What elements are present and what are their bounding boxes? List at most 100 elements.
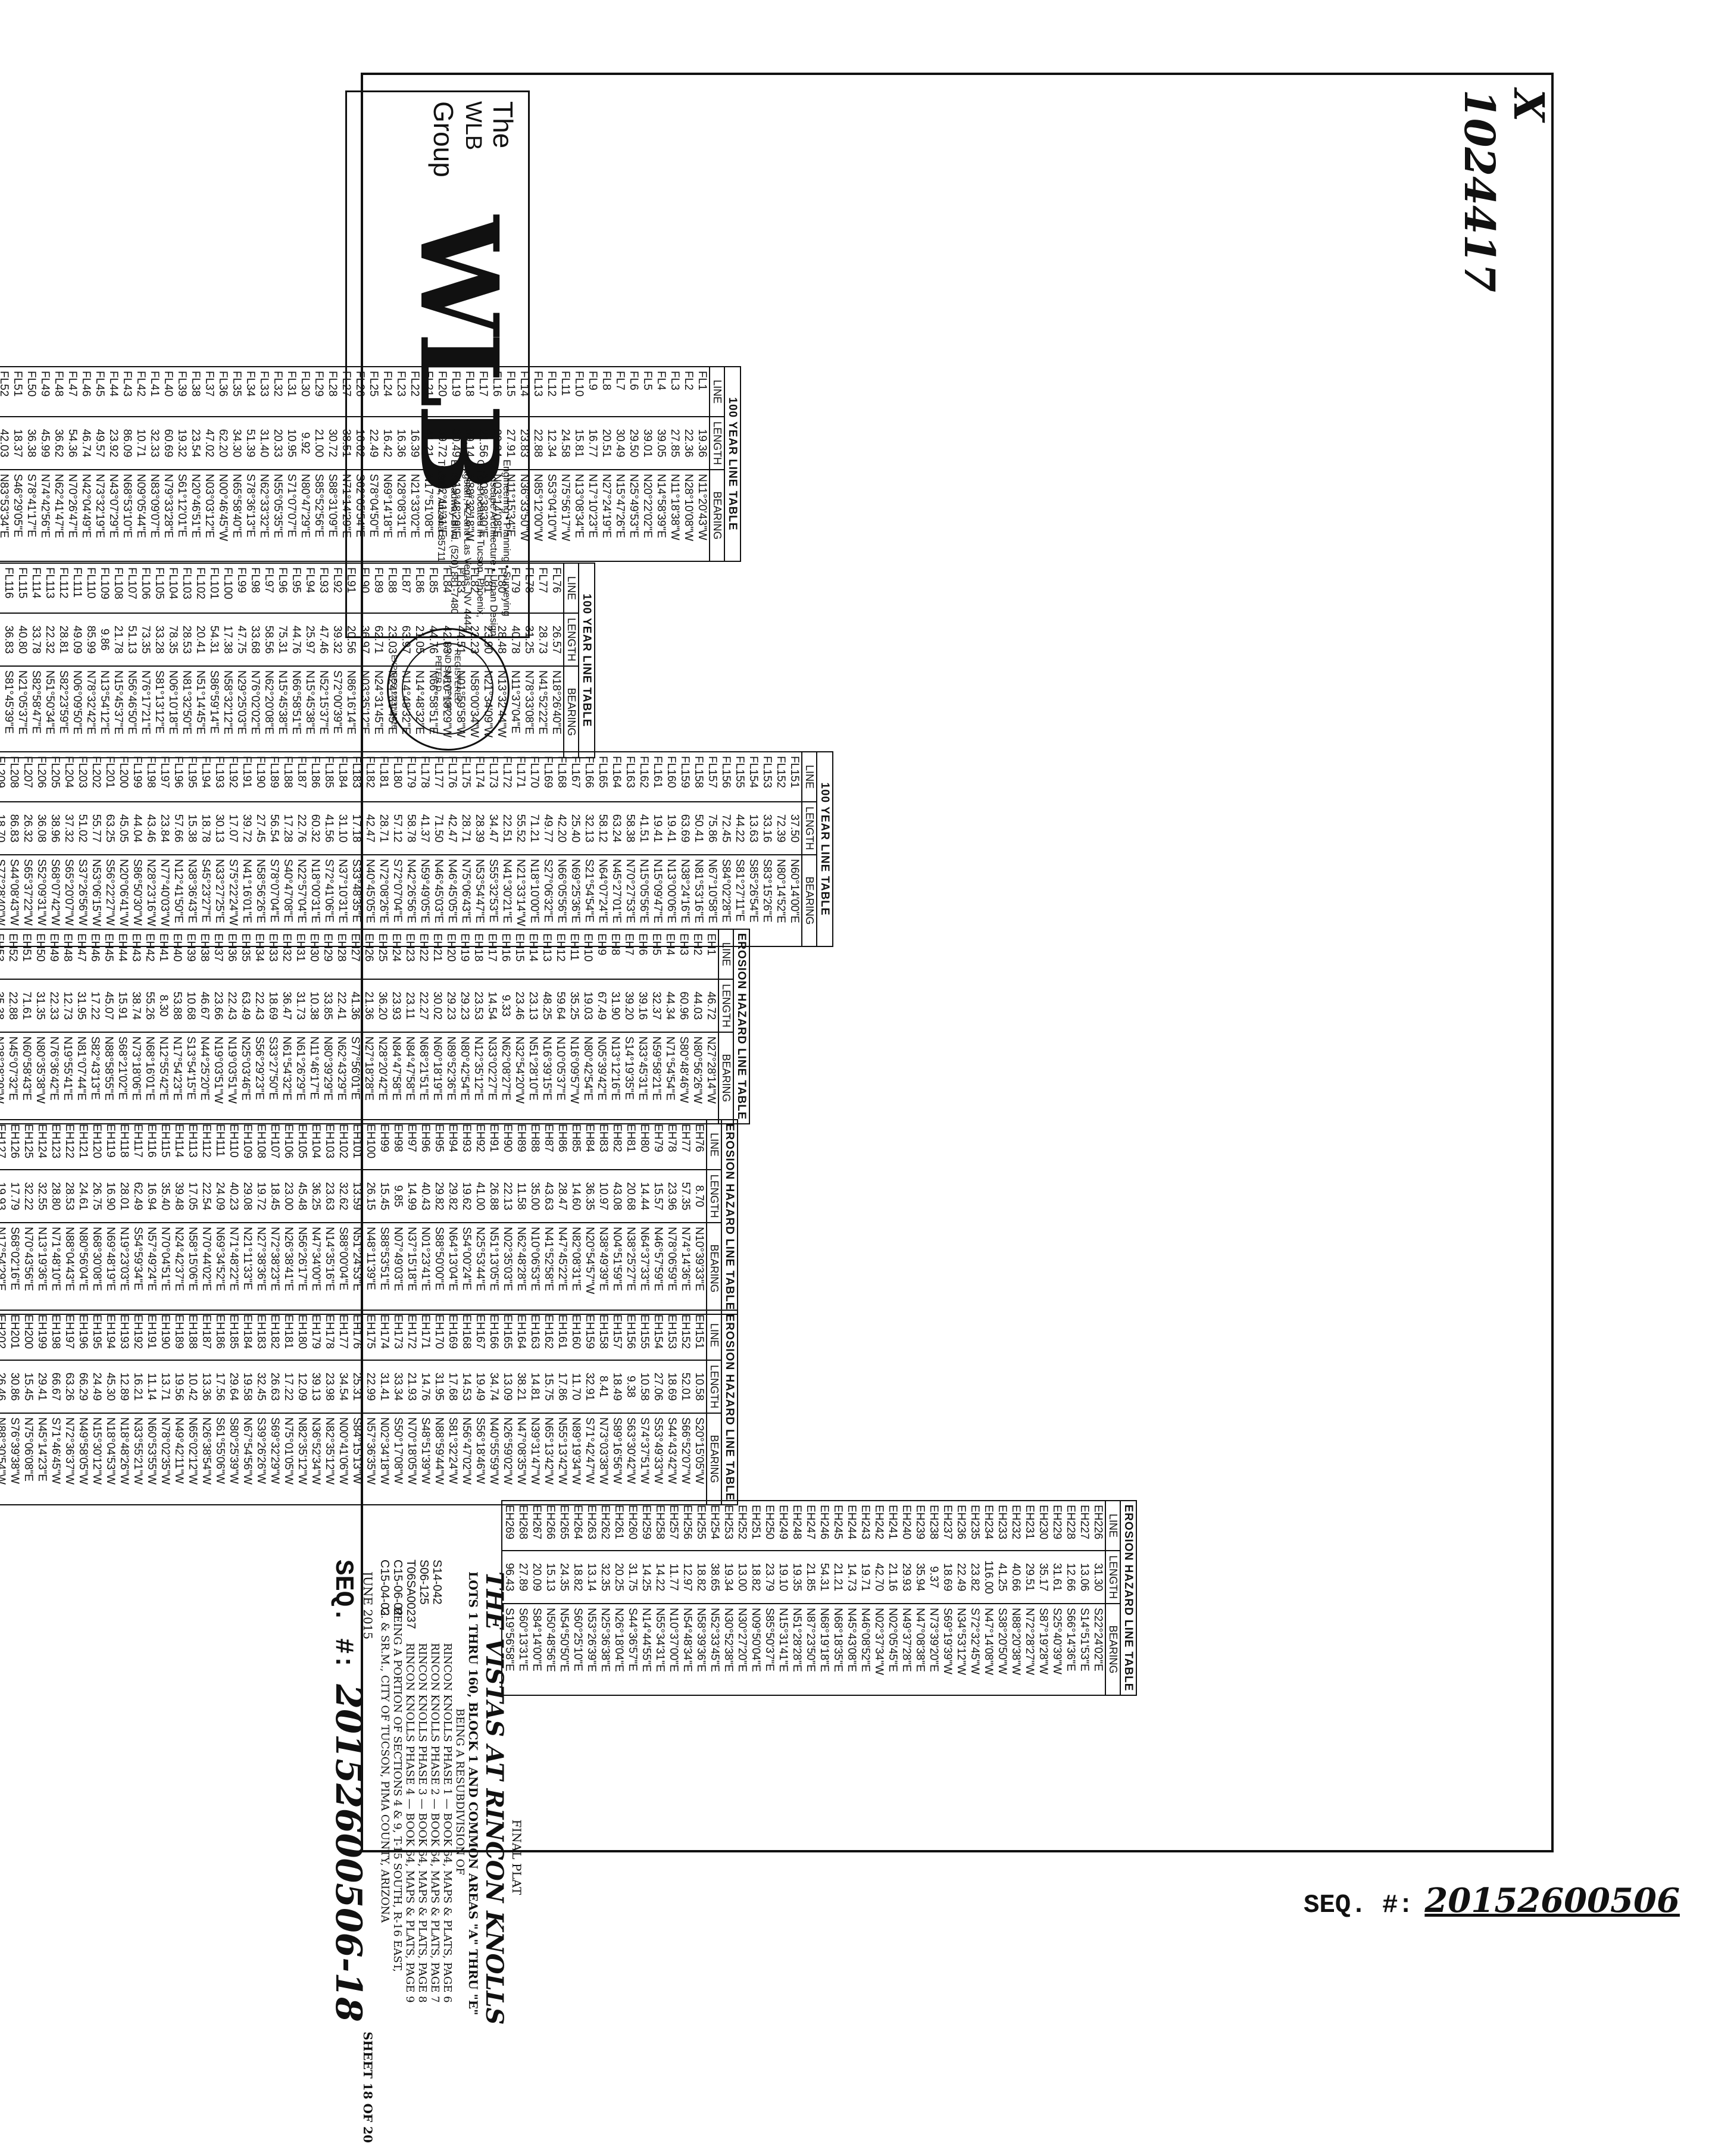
line-bearing: N38°49'39"E [596,1223,610,1314]
line-bearing: N01°23'41"E [418,1223,432,1314]
line-id: EH258 [653,1501,667,1551]
line-bearing: N16°39'15"E [540,1032,554,1124]
line-id: EH119 [104,1120,117,1170]
line-id: EH248 [790,1501,804,1551]
line-length: 17.18 [349,802,363,855]
line-bearing: S82°58'47"E [29,666,43,758]
line-length: 15.81 [572,417,586,470]
line-length: 51.02 [76,802,89,855]
line-length: 46.74 [79,417,93,470]
line-length: 19.10 [776,1551,790,1604]
line-bearing: N70°43'56"E [21,1223,35,1314]
line-bearing: N47°08'35"W [514,1413,528,1505]
line-bearing: N62°41'47"E [52,470,65,561]
line-bearing: N26°59'02"W [501,1413,514,1505]
line-id: FL38 [189,367,202,417]
line-id: EH76 [692,1120,707,1170]
line-id: EH106 [282,1120,295,1170]
line-id: EH23 [403,929,417,979]
line-id: FL44 [107,367,120,417]
line-bearing: S78°04'50"E [367,470,380,561]
line-id: EH241 [886,1501,899,1551]
line-length: 41.37 [418,802,432,855]
line-id: EH40 [170,929,184,979]
line-length: 23.46 [513,979,526,1032]
line-length: 32.37 [649,979,663,1032]
line-length: 73.35 [139,613,152,666]
line-bearing: N28°10'08"W [682,470,695,561]
line-bearing: N20°22'02"E [641,470,654,561]
line-id: FL42 [134,367,148,417]
line-id: EH125 [21,1120,35,1170]
line-bearing: N51°28'28"E [790,1604,804,1695]
line-id: EH266 [543,1501,557,1551]
line-id: EH231 [1023,1501,1036,1551]
line-id: EH101 [350,1120,364,1170]
line-id: EH105 [295,1120,309,1170]
line-id: EH31 [293,929,307,979]
column-header: LINE [802,752,817,802]
line-length: 75.86 [705,802,719,855]
line-id: FL47 [65,367,79,417]
line-id: EH126 [8,1120,21,1170]
line-id: FL167 [568,752,582,802]
line-length: 13.63 [746,802,760,855]
line-id: EH116 [145,1120,158,1170]
line-id: EH193 [117,1310,131,1360]
line-id: EH45 [102,929,115,979]
line-length: 36.35 [583,1170,596,1223]
line-id: FL151 [788,752,802,802]
line-id: EH112 [199,1120,213,1170]
line-id: EH102 [336,1120,350,1170]
line-bearing: N47°45'22"E [555,1223,569,1314]
line-bearing: N00°46'45"W [216,470,230,561]
line-length: 116.00 [982,1551,995,1604]
line-bearing: N88°58'55"E [102,1032,115,1124]
line-length: 32.45 [254,1360,268,1413]
line-bearing: S78°41'17"E [24,470,38,561]
line-id: EH161 [555,1310,569,1360]
line-id: EH22 [417,929,430,979]
line-length: 23.90 [481,613,495,666]
column-header: LENGTH [564,613,579,666]
line-id: EH118 [117,1120,131,1170]
line-bearing: N18°04'53"W [104,1413,117,1505]
line-id: EH127 [0,1120,8,1170]
line-bearing: N02°35'03"E [501,1223,514,1314]
line-bearing: N33°02'27"E [485,1032,499,1124]
line-length: 15.45 [21,1360,35,1413]
line-length: 23.83 [517,417,531,470]
line-bearing: N53°26'39"E [585,1604,598,1695]
